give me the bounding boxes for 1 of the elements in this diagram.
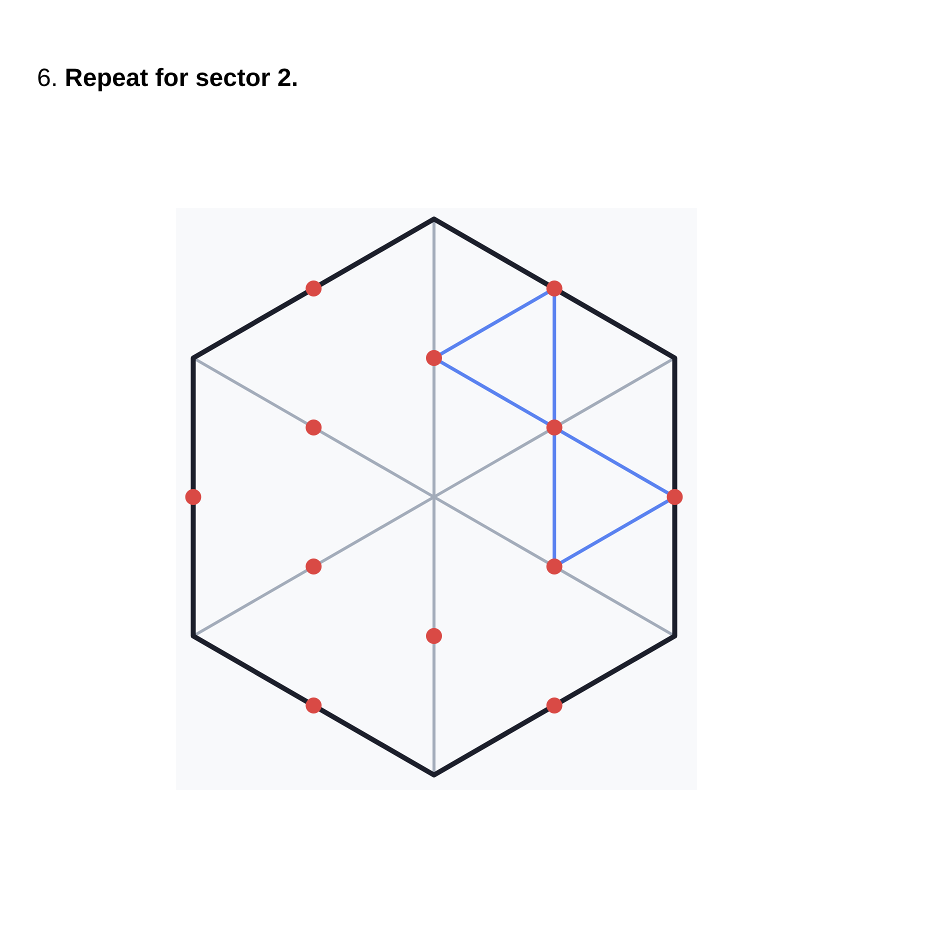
step-heading: 6. Repeat for sector 2.: [37, 64, 298, 93]
